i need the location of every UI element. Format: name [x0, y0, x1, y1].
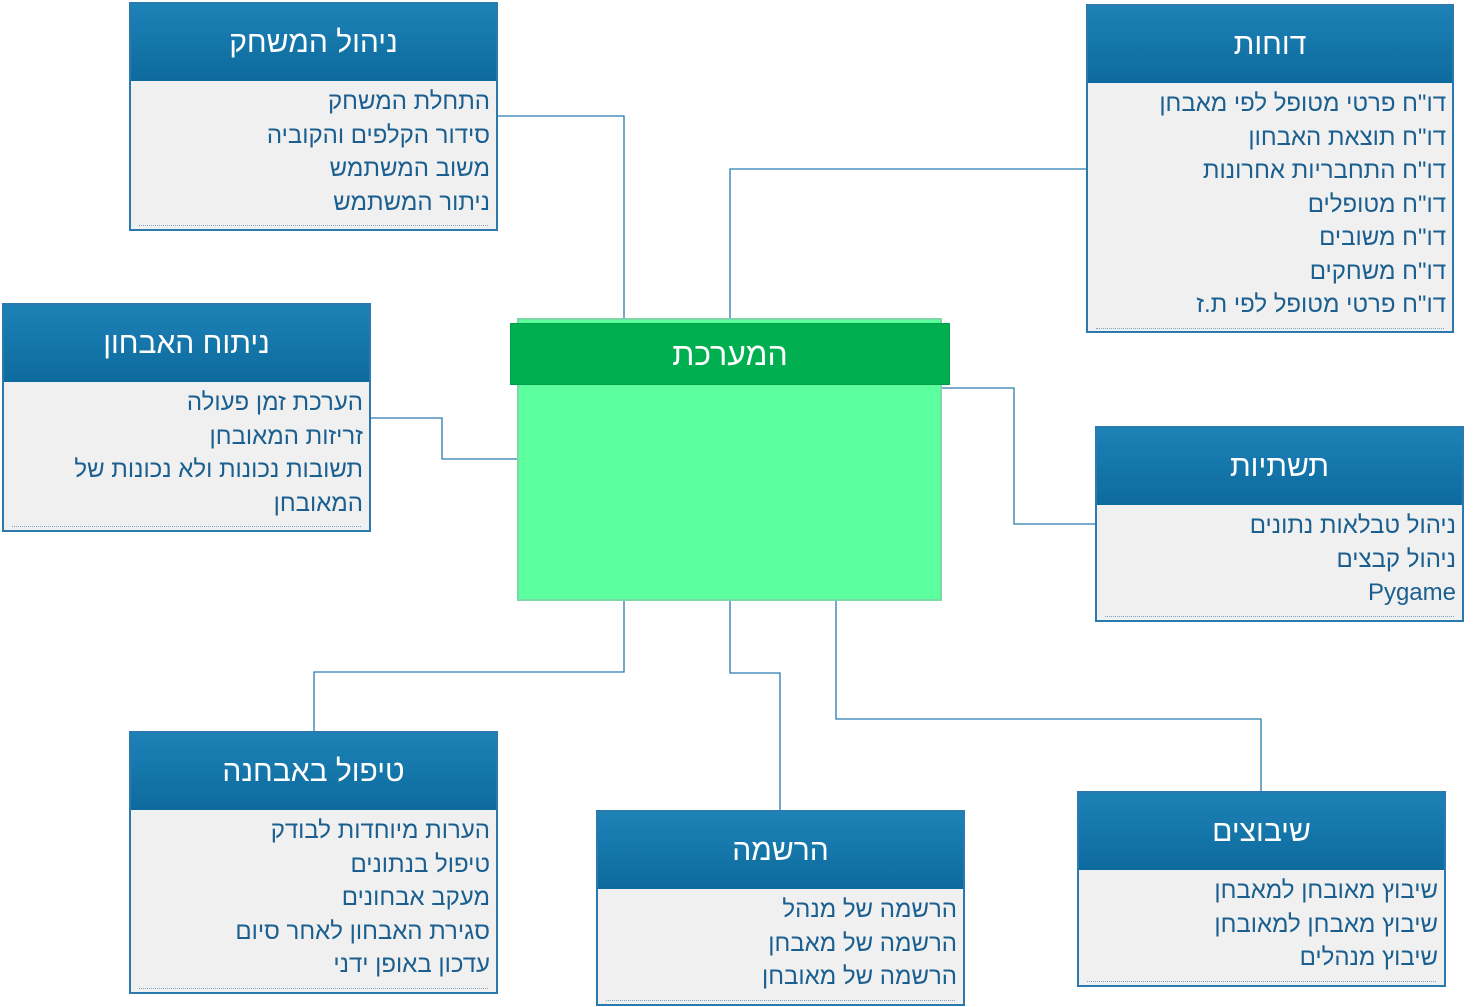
list-item: שיבוץ מאבחן למאובחן: [1214, 910, 1438, 938]
game-management-title: ניהול המשחק: [131, 4, 496, 81]
list-item: טיפול בנתונים: [350, 850, 490, 878]
registration-items: הרשמה של מנהל הרשמה של מאבחן הרשמה של מא…: [598, 889, 963, 1003]
diagnosis-care-box: טיפול באבחנה הערות מיוחדות לבודק טיפול ב…: [129, 731, 498, 994]
list-item: דו"ח תוצאת האבחון: [1248, 123, 1446, 151]
diagnosis-care-title: טיפול באבחנה: [131, 733, 496, 810]
list-item: התחלת המשחק: [327, 88, 490, 115]
list-item: הרשמה של מאבחן: [768, 929, 957, 957]
reports-box: דוחות דו"ח פרטי מטופל לפי מאבחן דו"ח תוצ…: [1086, 4, 1454, 333]
list-item: שיבוץ מנהלים: [1299, 944, 1438, 971]
assignments-box: שיבוצים שיבוץ מאובחן למאבחן שיבוץ מאבחן …: [1077, 791, 1446, 987]
list-item: ניהול קבצים: [1336, 545, 1456, 573]
list-item: דו"ח מטופלים: [1307, 190, 1446, 218]
list-item: דו"ח משחקים: [1309, 257, 1446, 285]
dotted-divider: [1087, 975, 1436, 982]
list-item: דו"ח התחבריות אחרונות: [1202, 157, 1446, 184]
assignments-items: שיבוץ מאובחן למאבחן שיבוץ מאבחן למאובחן …: [1079, 870, 1444, 984]
infrastructure-title: תשתיות: [1097, 428, 1462, 505]
list-item: תשובות נכונות ולא נכונות של המאובחן: [74, 456, 363, 517]
list-item: הרשמה של מאובחן: [762, 963, 957, 990]
list-item: דו"ח משובים: [1319, 224, 1446, 251]
reports-items: דו"ח פרטי מטופל לפי מאבחן דו"ח תוצאת האב…: [1088, 83, 1452, 331]
list-item: דו"ח פרטי מטופל לפי ת.ז: [1196, 291, 1446, 318]
dotted-divider: [12, 520, 361, 527]
game-management-items: התחלת המשחק סידור הקלפים והקוביה משוב המ…: [131, 81, 496, 228]
dotted-divider: [139, 219, 488, 226]
registration-title: הרשמה: [598, 812, 963, 889]
game-management-box: ניהול המשחק התחלת המשחק סידור הקלפים והק…: [129, 2, 498, 231]
list-item: הערות מיוחדות לבודק: [270, 817, 490, 844]
list-item: סגירת האבחון לאחר סיום: [235, 917, 490, 945]
connector-reports: [729, 168, 1086, 318]
dotted-divider: [1105, 610, 1454, 617]
infrastructure-box: תשתיות ניהול טבלאות נתונים ניהול קבצים P…: [1095, 426, 1464, 622]
list-item: משוב המשתמש: [329, 155, 490, 182]
diagnosis-analysis-box: ניתוח האבחון הערכת זמן פעולה זריזות המאו…: [2, 303, 371, 532]
connector-game: [498, 115, 625, 318]
registration-box: הרשמה הרשמה של מנהל הרשמה של מאבחן הרשמה…: [596, 810, 965, 1006]
connector-analysis: [370, 417, 517, 460]
list-item: סידור הקלפים והקוביה: [266, 121, 490, 149]
assignments-title: שיבוצים: [1079, 793, 1444, 870]
list-item: ניהול טבלאות נתונים: [1249, 512, 1456, 539]
connector-registration: [729, 601, 781, 810]
dotted-divider: [606, 994, 955, 1001]
list-item: Pygame: [1367, 579, 1456, 606]
dotted-divider: [139, 982, 488, 989]
system-center-title: המערכת: [510, 323, 950, 385]
connector-assignments: [835, 601, 1262, 791]
diagnosis-analysis-items: הערכת זמן פעולה זריזות המאובחן תשובות נכ…: [4, 382, 369, 529]
connector-infra: [942, 387, 1095, 525]
reports-title: דוחות: [1088, 6, 1452, 83]
list-item: הערכת זמן פעולה: [186, 389, 363, 416]
list-item: הרשמה של מנהל: [782, 896, 957, 923]
list-item: שיבוץ מאובחן למאבחן: [1214, 877, 1438, 904]
diagnosis-analysis-title: ניתוח האבחון: [4, 305, 369, 382]
list-item: עדכון באופן ידני: [333, 951, 490, 978]
list-item: דו"ח פרטי מטופל לפי מאבחן: [1159, 90, 1446, 117]
diagnosis-care-items: הערות מיוחדות לבודק טיפול בנתונים מעקב א…: [131, 810, 496, 991]
connector-care: [313, 601, 625, 731]
infrastructure-items: ניהול טבלאות נתונים ניהול קבצים Pygame: [1097, 505, 1462, 619]
list-item: ניתור המשתמש: [333, 188, 490, 216]
dotted-divider: [1096, 322, 1444, 329]
list-item: מעקב אבחונים: [341, 884, 490, 911]
list-item: זריזות המאובחן: [209, 422, 363, 450]
